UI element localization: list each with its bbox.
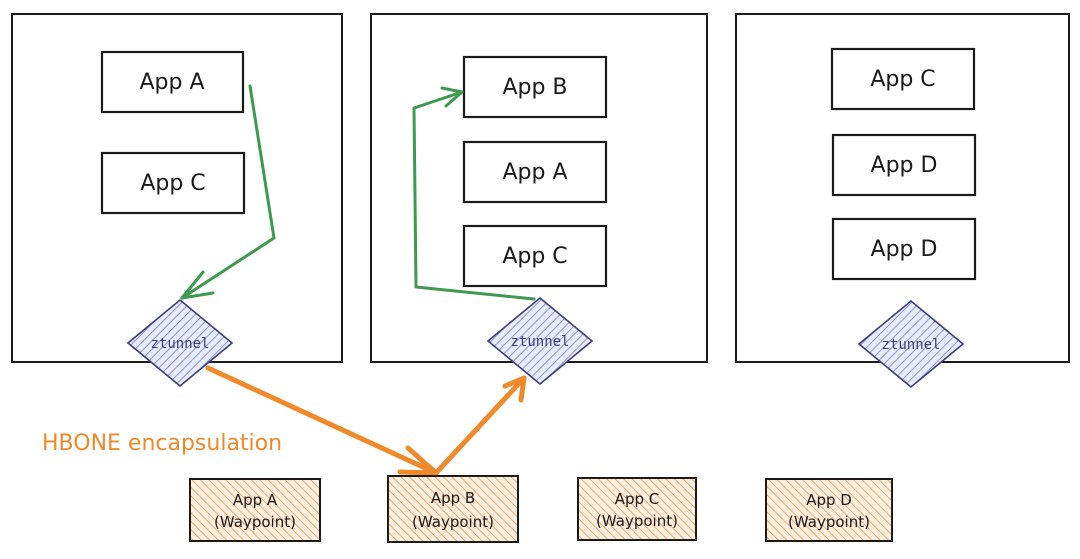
waypoint-label-line1: App D [806,491,852,509]
app-label: App D [871,237,938,262]
app-label: App A [502,160,567,185]
waypoint-label-line2: (Waypoint) [788,513,870,531]
hbone-path-to-waypoint [205,365,439,476]
node-3-app-d-2: App D [831,217,977,281]
app-label: App C [502,244,567,269]
app-label: App C [140,171,205,196]
waypoint-app-c: App C (Waypoint) [577,477,697,541]
ztunnel-label: ztunnel [881,337,940,353]
app-label: App D [871,153,938,178]
hbone-label: HBONE encapsulation [42,431,282,456]
waypoint-label-line1: App C [615,490,660,508]
green-arrow-icon [412,86,536,301]
hbone-path-to-ztunnel [433,375,527,476]
app-label: App B [502,75,567,100]
waypoint-app-a: App A (Waypoint) [189,478,321,542]
node-2-app-b: App B [462,55,608,119]
node-3-app-c: App C [830,47,976,111]
app-label: App A [139,70,204,95]
node-2-app-a: App A [462,140,608,204]
ztunnel-label: ztunnel [150,336,209,352]
traffic-arrowhead-1 [180,270,215,300]
node-2: App B App A App C ztunnel [370,13,708,386]
node-3: App C App D App D ztunnel [735,13,1070,389]
waypoint-label-line2: (Waypoint) [596,512,678,530]
node-1-app-a: App A [100,50,245,114]
node-3-ztunnel: ztunnel [857,299,965,389]
node-1-app-c: App C [100,151,246,215]
green-arrow-icon [180,84,276,300]
waypoint-app-d: App D (Waypoint) [765,478,893,542]
waypoint-label-line2: (Waypoint) [412,513,494,531]
waypoint-label-line1: App A [233,491,278,509]
orange-arrow-icon [205,365,527,476]
node-1-ztunnel: ztunnel [126,298,234,388]
waypoint-label-line2: (Waypoint) [214,513,296,531]
node-2-ztunnel: ztunnel [486,296,594,386]
app-label: App C [870,67,935,92]
waypoint-label-line1: App B [431,489,475,507]
ztunnel-label: ztunnel [510,334,569,350]
node-3-app-d-1: App D [831,133,977,197]
traffic-arrowhead-2 [440,86,464,108]
hbone-arrowhead-2 [502,375,527,403]
node-1: App A App C ztunnel [11,13,343,388]
waypoint-app-b: App B (Waypoint) [387,475,519,543]
node-2-app-c: App C [462,224,608,288]
traffic-path-ztunnel-to-app-b [412,90,536,301]
traffic-path-app-a-to-ztunnel [180,84,276,300]
